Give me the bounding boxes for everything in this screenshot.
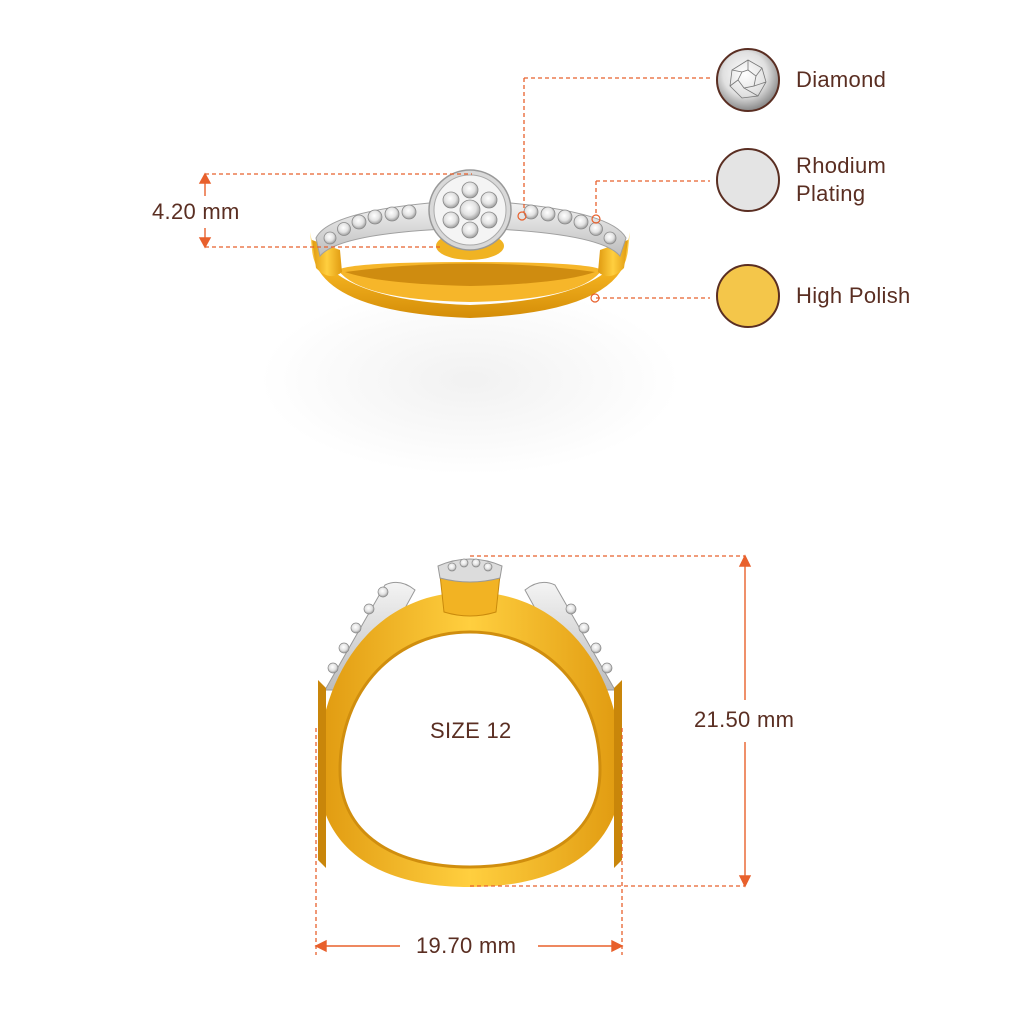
dimension-lines-front [315,555,745,955]
rhodium-swatch-icon [716,148,780,212]
ring-top-view [260,169,680,475]
ring-front-view [318,558,622,887]
dimension-lines-top [205,77,710,299]
polish-swatch-icon [716,264,780,328]
leader-dots [517,211,601,303]
diamond-swatch-icon [716,48,780,112]
legend-label-polish: High Polish [796,283,911,308]
dimension-label-front-height: 21.50 mm [694,707,795,732]
diamond-facets-icon [729,59,767,99]
size-label: SIZE 12 [430,718,512,743]
legend-label-rhodium-line2: Plating [796,181,866,206]
dimension-arrow-top [198,172,212,249]
dimension-arrow-front [314,554,752,953]
dimension-label-front-width: 19.70 mm [416,933,517,958]
legend-label-rhodium-line1: Rhodium [796,153,887,178]
legend-label-diamond: Diamond [796,67,887,92]
dimension-label-top-height: 4.20 mm [152,199,240,224]
